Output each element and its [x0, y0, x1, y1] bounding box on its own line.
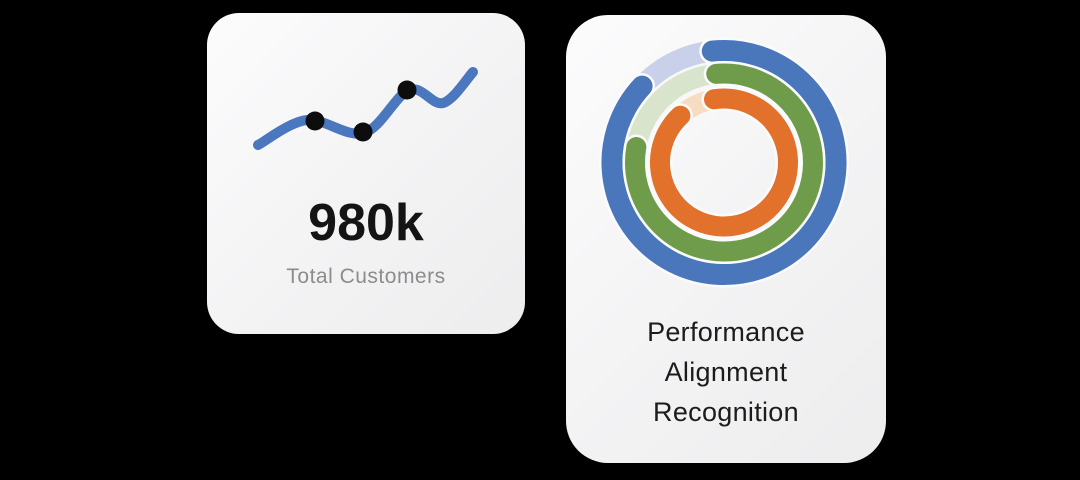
- customers-sparkline-chart: [253, 67, 478, 150]
- total-customers-card: 980k Total Customers: [207, 13, 525, 334]
- ring-labels: Performance Alignment Recognition: [566, 312, 886, 432]
- ring-label-recognition: Recognition: [653, 397, 799, 427]
- ring-arc-performance: [601, 40, 847, 285]
- metrics-rings-card: Performance Alignment Recognition: [566, 15, 886, 463]
- ring-arc-alignment: [625, 63, 823, 262]
- sparkline-data-point: [305, 111, 325, 131]
- sparkline-path: [253, 67, 478, 150]
- ring-arc-recognition: [650, 88, 798, 237]
- concentric-rings-chart: [599, 37, 849, 288]
- total-customers-value: 980k: [308, 194, 424, 252]
- total-customers-label: Total Customers: [286, 265, 446, 288]
- sparkline-data-point: [353, 122, 373, 142]
- ring-label-alignment: Alignment: [664, 357, 788, 387]
- sparkline-data-point: [397, 80, 417, 100]
- ring-label-performance: Performance: [647, 317, 805, 347]
